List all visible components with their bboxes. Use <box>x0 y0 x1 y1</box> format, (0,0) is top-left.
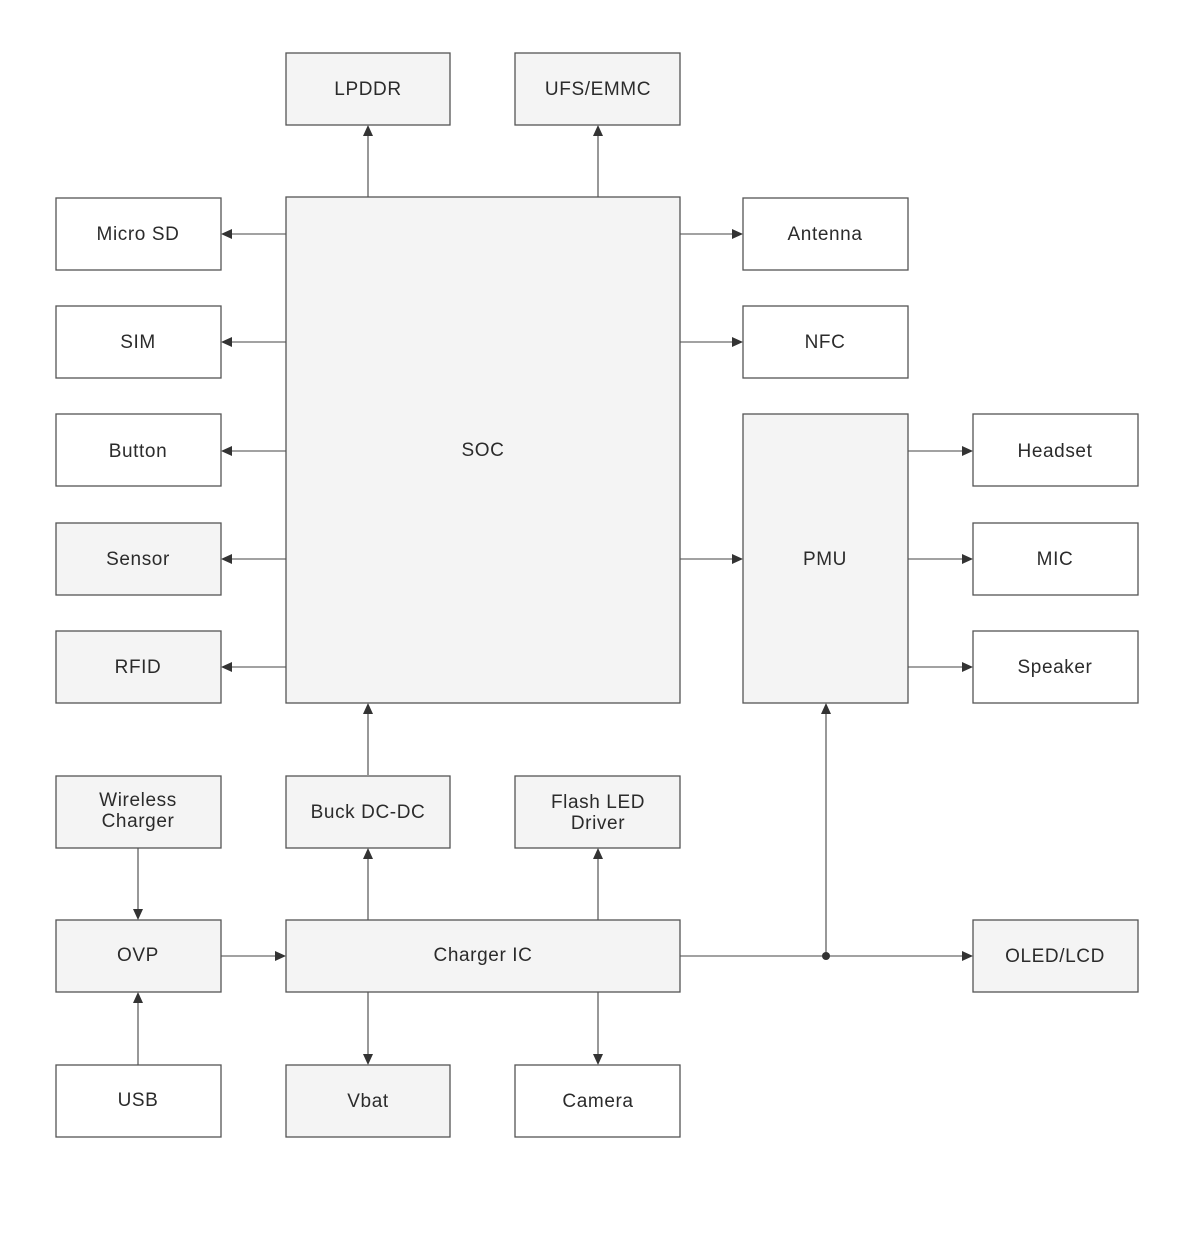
arrowhead-headset <box>962 446 973 456</box>
connector-wires <box>133 125 973 1065</box>
block-nfc[interactable]: NFC <box>742 305 909 379</box>
block-vbat[interactable]: Vbat <box>285 1064 451 1138</box>
block-oled-lcd[interactable]: OLED/LCD <box>972 919 1139 993</box>
block-label: OLED/LCD <box>1005 946 1105 967</box>
arrowhead-ovp-bottom <box>133 992 143 1003</box>
block-flash-led-driver[interactable]: Flash LED Driver <box>514 775 681 849</box>
block-label: Charger IC <box>434 945 533 966</box>
arrowhead-antenna <box>732 229 743 239</box>
block-label: Buck DC-DC <box>311 802 426 823</box>
arrowhead-flash <box>593 848 603 859</box>
block-label: NFC <box>805 332 846 353</box>
block-label: Flash LED <box>551 792 645 813</box>
block-headset[interactable]: Headset <box>972 413 1139 487</box>
arrowhead-button <box>221 446 232 456</box>
block-label: OVP <box>117 945 159 966</box>
block-label: Antenna <box>788 224 863 245</box>
block-label: Headset <box>1018 441 1093 462</box>
blocks: LPDDR UFS/EMMC Micro SD SIM Button Senso… <box>55 52 1139 1138</box>
block-sim[interactable]: SIM <box>55 305 222 379</box>
block-label-line2: Charger <box>102 811 175 832</box>
arrowhead-nfc <box>732 337 743 347</box>
arrowhead-camera <box>593 1054 603 1065</box>
block-label: MIC <box>1037 549 1074 570</box>
block-antenna[interactable]: Antenna <box>742 197 909 271</box>
block-label: LPDDR <box>334 79 401 100</box>
block-label: UFS/EMMC <box>545 79 651 100</box>
arrowhead-mic <box>962 554 973 564</box>
block-label-line2: Driver <box>571 813 625 834</box>
block-label: Vbat <box>347 1091 389 1112</box>
arrowhead-oled <box>962 951 973 961</box>
arrowhead-lpddr <box>363 125 373 136</box>
block-label: USB <box>118 1090 159 1111</box>
block-usb[interactable]: USB <box>55 1064 222 1138</box>
block-button[interactable]: Button <box>55 413 222 487</box>
block-mic[interactable]: MIC <box>972 522 1139 596</box>
block-sensor[interactable]: Sensor <box>55 522 222 596</box>
block-ufs-emmc[interactable]: UFS/EMMC <box>514 52 681 126</box>
block-buck-dc-dc[interactable]: Buck DC-DC <box>285 775 451 849</box>
arrowhead-ovp-top <box>133 909 143 920</box>
block-speaker[interactable]: Speaker <box>972 630 1139 704</box>
block-ovp[interactable]: OVP <box>55 919 222 993</box>
arrowhead-pmu-left <box>732 554 743 564</box>
block-label: RFID <box>115 657 162 678</box>
arrowhead-vbat <box>363 1054 373 1065</box>
block-soc[interactable]: SOC <box>285 196 681 704</box>
arrowhead-speaker <box>962 662 973 672</box>
block-wireless-charger[interactable]: Wireless Charger <box>55 775 222 849</box>
block-label: Button <box>109 441 168 462</box>
block-label: Micro SD <box>97 224 180 245</box>
block-micro-sd[interactable]: Micro SD <box>55 197 222 271</box>
block-pmu[interactable]: PMU <box>742 413 909 704</box>
arrowhead-sensor <box>221 554 232 564</box>
arrowhead-rfid <box>221 662 232 672</box>
block-label: SOC <box>462 440 505 461</box>
arrowhead-microsd <box>221 229 232 239</box>
block-label: Speaker <box>1018 657 1093 678</box>
block-lpddr[interactable]: LPDDR <box>285 52 451 126</box>
block-rfid[interactable]: RFID <box>55 630 222 704</box>
arrowhead-charger <box>275 951 286 961</box>
junction-dot <box>822 952 830 960</box>
block-camera[interactable]: Camera <box>514 1064 681 1138</box>
arrowhead-ufs <box>593 125 603 136</box>
arrowhead-sim <box>221 337 232 347</box>
block-label: PMU <box>803 549 847 570</box>
block-label: Camera <box>562 1091 633 1112</box>
arrowhead-soc-bottom <box>363 703 373 714</box>
block-label: Wireless <box>99 790 177 811</box>
block-label: SIM <box>120 332 156 353</box>
block-label: Sensor <box>106 549 170 570</box>
block-charger-ic[interactable]: Charger IC <box>285 919 681 993</box>
arrowhead-buck <box>363 848 373 859</box>
arrowhead-pmu-bottom <box>821 703 831 714</box>
